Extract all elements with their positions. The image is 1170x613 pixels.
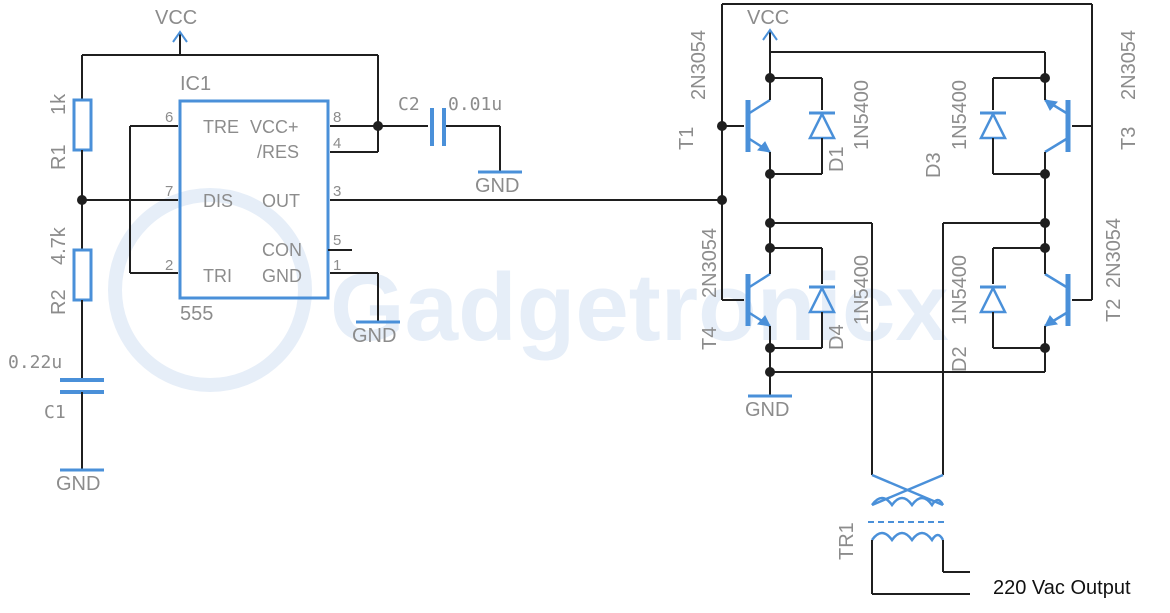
t4-ref: T4 [699, 327, 721, 350]
t1-part: 2N3054 [688, 30, 710, 100]
pin-8-number: 8 [333, 109, 341, 126]
c1-ref: C1 [44, 402, 66, 423]
r2-value: 4.7k [48, 226, 70, 265]
resistor-r1: 1k R1 [48, 55, 93, 200]
pin-3-number: 3 [333, 183, 341, 200]
pin-out-label: OUT [262, 191, 300, 211]
capacitor-c1: 0.22u C1 [8, 352, 104, 470]
transistor-t1: T1 2N3054 [676, 30, 771, 154]
watermark-text: Gadgetronicx [330, 254, 949, 361]
c1-value: 0.22u [8, 352, 62, 373]
junction-dot [1040, 243, 1050, 253]
c2-ref: C2 [398, 94, 420, 115]
t3-ref: T3 [1118, 127, 1140, 150]
pin-dis-label: DIS [203, 191, 233, 211]
t2-ref: T2 [1103, 299, 1125, 322]
d3-ref: D3 [923, 152, 945, 178]
gnd-ic-symbol: GND [352, 320, 400, 347]
junction-dot [1040, 218, 1050, 228]
vcc-right-symbol: VCC [747, 7, 789, 52]
pin-res-label: /RES [257, 142, 299, 162]
gnd-bridge-symbol: GND [745, 394, 792, 421]
transistor-t3: T3 2N3054 [1044, 30, 1140, 154]
t2-part: 2N3054 [1103, 218, 1125, 288]
pin-5-number: 5 [333, 232, 341, 249]
vcc-left-label: VCC [155, 7, 197, 29]
ic1-part: 555 [180, 303, 213, 325]
gnd-ic-label: GND [352, 325, 396, 347]
diode-d3: D3 1N5400 [923, 78, 1008, 178]
transistor-t4: T4 2N3054 [699, 228, 771, 350]
r2-ref: R2 [48, 289, 70, 315]
gnd-c2-symbol: GND [475, 170, 522, 197]
d3-part: 1N5400 [949, 80, 971, 150]
capacitor-c2: C2 0.01u [398, 94, 502, 146]
gnd-c1-label: GND [56, 473, 100, 495]
pin-7-number: 7 [165, 183, 173, 200]
junction-dot [1040, 73, 1050, 83]
diode-d2: D2 1N5400 [949, 248, 1008, 372]
d4-part: 1N5400 [851, 255, 873, 325]
gnd-c1-symbol: GND [56, 468, 104, 495]
junction-dot [765, 73, 775, 83]
resistor-r2: 4.7k R2 [48, 200, 93, 378]
watermark: Gadgetronicx [108, 188, 949, 392]
vcc-right-label: VCC [747, 7, 789, 29]
pin-vcc-label: VCC+ [250, 117, 299, 137]
r1-value: 1k [48, 93, 70, 115]
ic1-555: IC1 555 TRE VCC+ /RES DIS OUT CON TRI GN… [165, 73, 352, 325]
ic1-ref: IC1 [180, 73, 211, 95]
t3-part: 2N3054 [1118, 30, 1140, 100]
pin-con-label: CON [262, 240, 302, 260]
pin-6-number: 6 [165, 109, 173, 126]
d2-ref: D2 [949, 346, 971, 372]
tr1-ref: TR1 [836, 522, 858, 560]
c2-value: 0.01u [448, 94, 502, 115]
d4-ref: D4 [826, 324, 848, 350]
diode-d1: D1 1N5400 [807, 78, 873, 174]
junction-dot [765, 218, 775, 228]
pin-gnd-label: GND [262, 266, 302, 286]
t1-ref: T1 [676, 127, 698, 150]
pin-1-number: 1 [333, 257, 341, 274]
pin-tri-label: TRI [203, 266, 232, 286]
pin-4-number: 4 [333, 135, 341, 152]
diode-d4: D4 1N5400 [807, 248, 873, 350]
gnd-bridge-label: GND [745, 399, 789, 421]
d2-part: 1N5400 [949, 255, 971, 325]
pin-tre-label: TRE [203, 117, 239, 137]
t4-part: 2N3054 [699, 228, 721, 298]
junction-dot [717, 195, 727, 205]
junction-dot [765, 243, 775, 253]
gnd-c2-label: GND [475, 175, 519, 197]
pin-2-number: 2 [165, 257, 173, 274]
r1-ref: R1 [48, 144, 70, 170]
output-label: 220 Vac Output [993, 577, 1131, 599]
transformer-tr1: TR1 [836, 473, 948, 560]
watermark-logo-icon [108, 188, 312, 392]
d1-ref: D1 [826, 146, 848, 172]
transistor-t2: T2 2N3054 [1044, 218, 1125, 328]
vcc-left-symbol: VCC [155, 7, 197, 55]
d1-part: 1N5400 [851, 80, 873, 150]
